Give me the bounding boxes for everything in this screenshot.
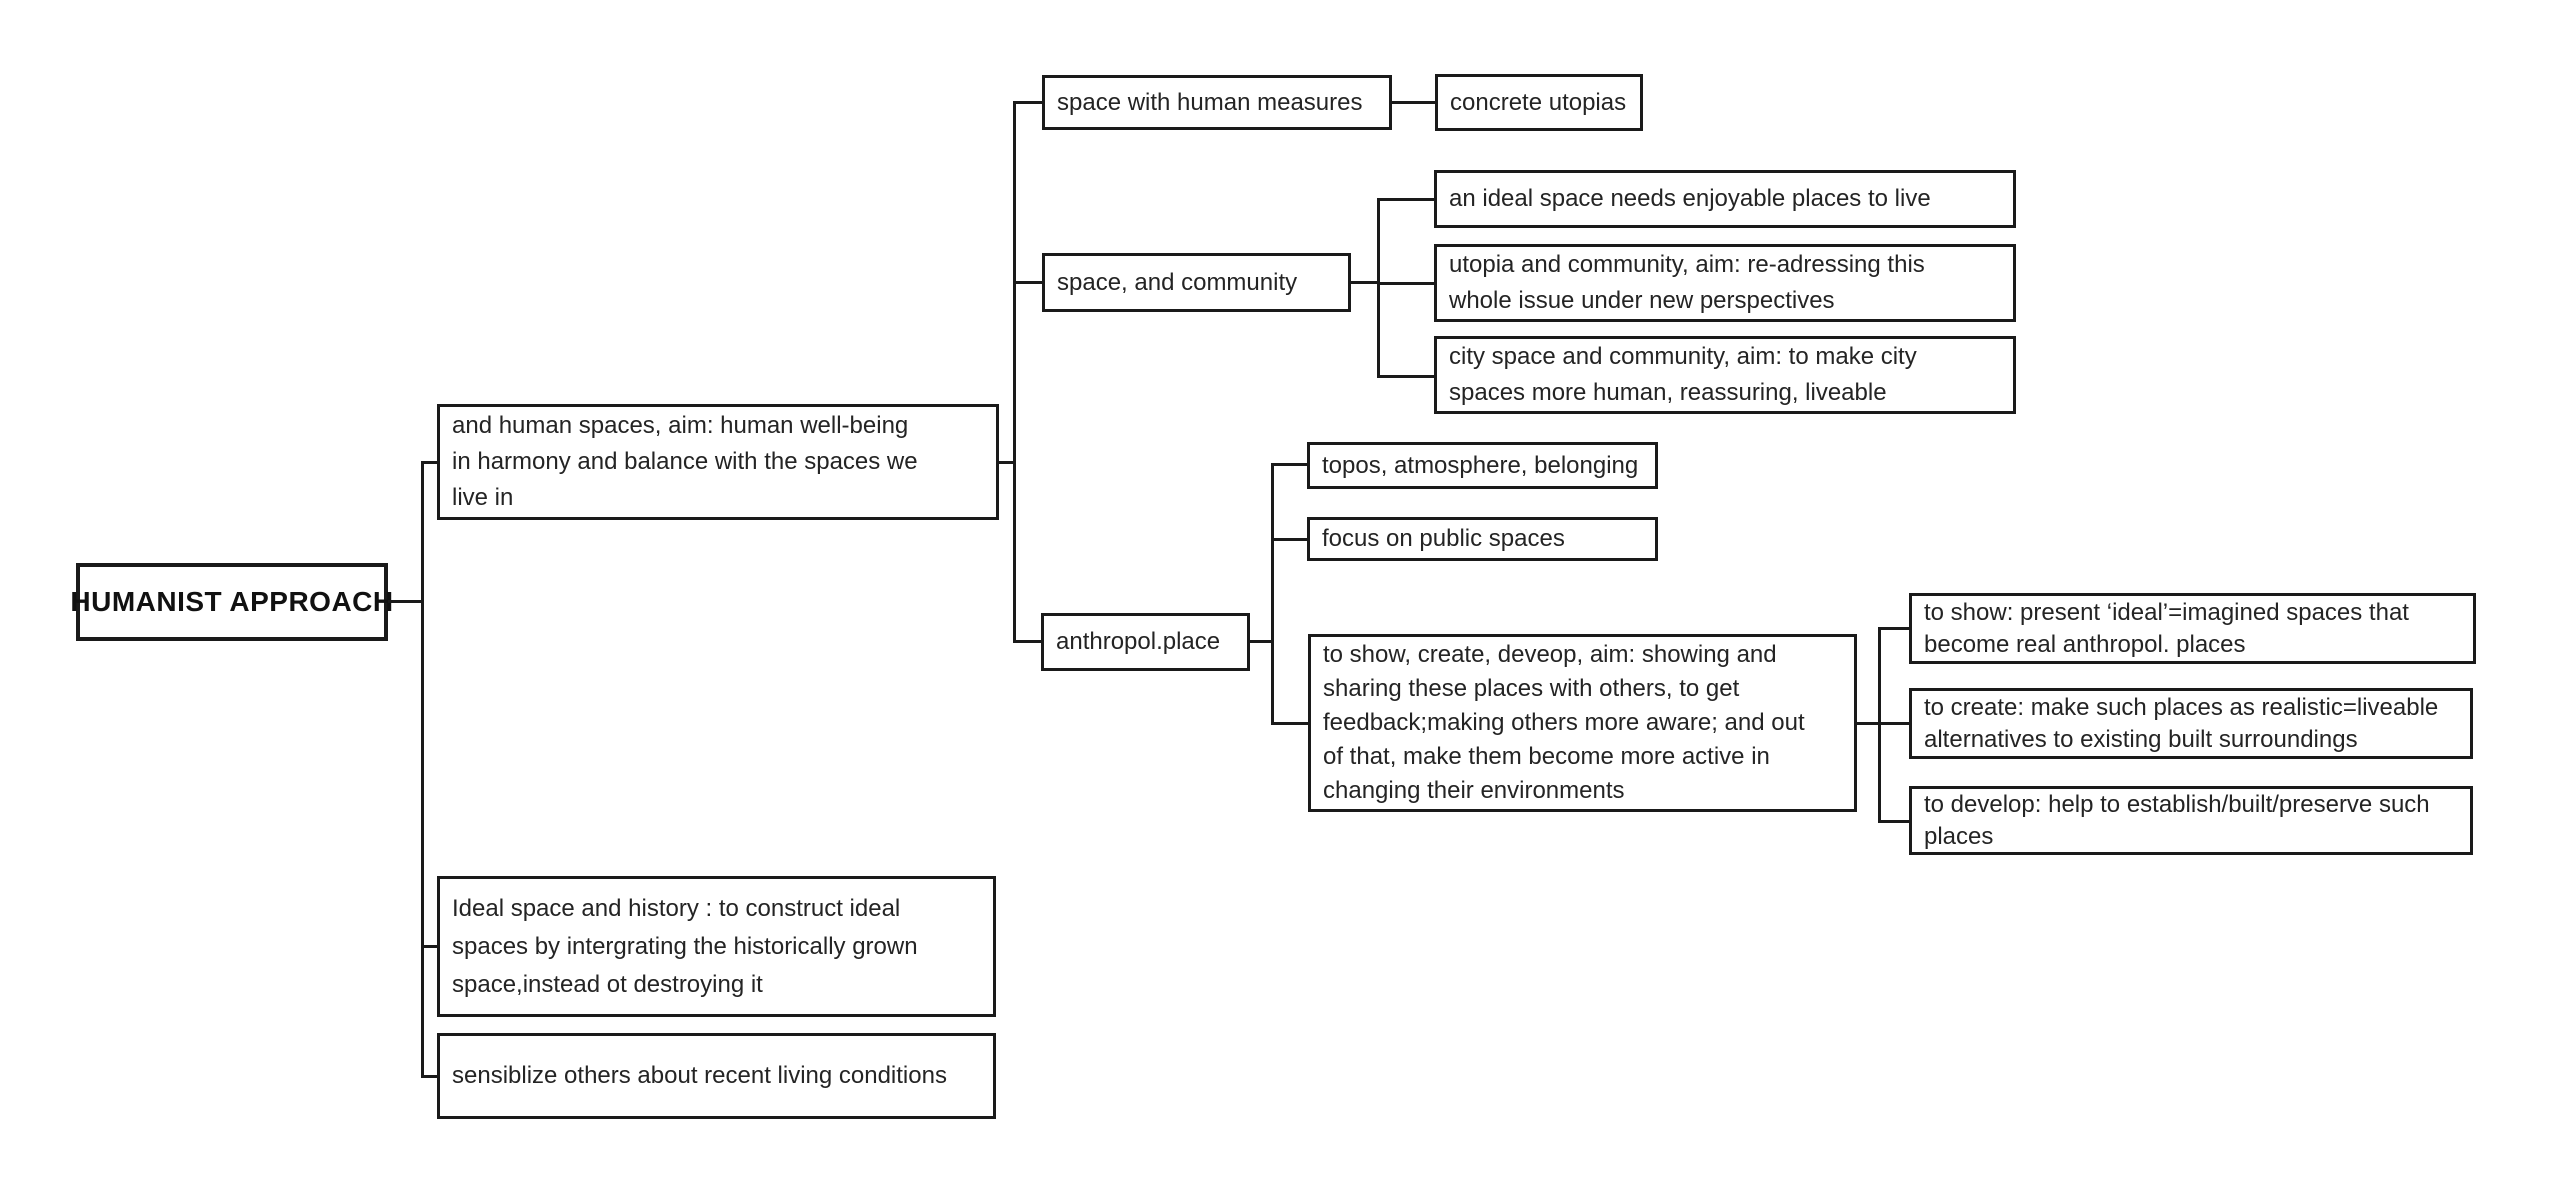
connector-line xyxy=(1857,722,1881,725)
connector-line xyxy=(1351,281,1380,284)
node-to-develop: to develop: help to establish/built/pres… xyxy=(1909,786,2473,855)
node-anthropol-place: anthropol.place xyxy=(1041,613,1250,671)
connector-line xyxy=(1271,538,1307,541)
connector-line xyxy=(1013,281,1042,284)
node-to-show: to show: present ‘ideal’=imagined spaces… xyxy=(1909,593,2476,664)
connector-line xyxy=(1271,463,1307,466)
connector-line xyxy=(1013,640,1041,643)
connector-line xyxy=(1013,101,1042,104)
node-humanist-approach: HUMANIST APPROACH xyxy=(70,563,393,641)
node-focus-on-public-spaces: focus on public spaces xyxy=(1307,517,1658,561)
node-sensiblize-others: sensiblize others about recent living co… xyxy=(437,1033,996,1119)
connector-line xyxy=(1250,640,1273,643)
connector-line xyxy=(1878,627,1909,630)
node-ideal-space-enjoyable: an ideal space needs enjoyable places to… xyxy=(1434,170,2016,228)
node-space-with-human-measures: space with human measures xyxy=(1042,75,1392,130)
node-space-and-community: space, and community xyxy=(1042,253,1351,312)
connector-line xyxy=(1878,627,1881,823)
connector-line xyxy=(1271,463,1274,725)
connector-line xyxy=(388,600,422,603)
node-show-create-develop: to show, create, deveop, aim: showing an… xyxy=(1308,634,1857,812)
connector-line xyxy=(1377,198,1380,378)
connector-line xyxy=(1377,198,1434,201)
node-topos-atmosphere-belonging: topos, atmosphere, belonging xyxy=(1307,442,1658,489)
connector-line xyxy=(1377,282,1434,285)
connector-line xyxy=(1377,375,1434,378)
connector-line xyxy=(1271,722,1308,725)
node-utopia-and-community: utopia and community, aim: re-adressing … xyxy=(1434,244,2016,322)
node-concrete-utopias: concrete utopias xyxy=(1435,74,1643,131)
connector-line xyxy=(421,461,424,1078)
connector-line xyxy=(421,945,437,948)
node-ideal-space-history: Ideal space and history : to construct i… xyxy=(437,876,996,1017)
connector-line xyxy=(1392,101,1435,104)
connector-line xyxy=(1013,101,1016,643)
connector-line xyxy=(999,461,1016,464)
connector-line xyxy=(1878,722,1909,725)
connector-line xyxy=(1878,820,1909,823)
connector-line xyxy=(421,1075,437,1078)
node-to-create: to create: make such places as realistic… xyxy=(1909,688,2473,759)
node-city-space-and-community: city space and community, aim: to make c… xyxy=(1434,336,2016,414)
connector-line xyxy=(421,461,437,464)
node-human-spaces-aim: and human spaces, aim: human well-being … xyxy=(437,404,999,520)
